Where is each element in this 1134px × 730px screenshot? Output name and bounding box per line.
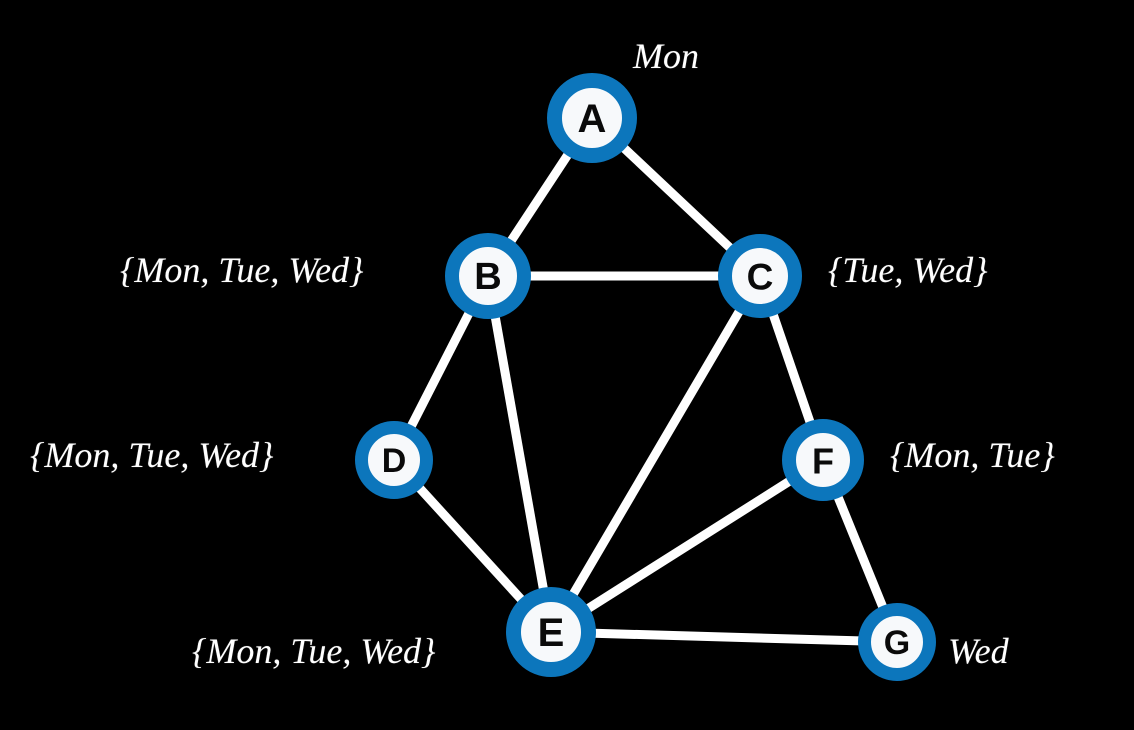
edge-b-e — [490, 315, 548, 591]
node-label-e: E — [538, 611, 565, 655]
domain-label-c: {Tue, Wed} — [828, 250, 988, 290]
node-layer: A B C D E F G — [355, 73, 936, 681]
node-label-b: B — [474, 256, 501, 298]
node-circle-a — [547, 73, 637, 163]
node-label-c: C — [747, 257, 774, 298]
domain-label-e: {Mon, Tue, Wed} — [192, 631, 436, 671]
domain-label-b: {Mon, Tue, Wed} — [120, 250, 364, 290]
node-label-g: G — [884, 624, 910, 662]
node-b[interactable]: B — [445, 233, 531, 319]
edge-e-f — [584, 477, 793, 613]
domain-label-d: {Mon, Tue, Wed} — [30, 435, 274, 475]
node-label-f: F — [812, 441, 834, 482]
domain-label-f: {Mon, Tue} — [890, 435, 1055, 475]
node-circle-c — [718, 234, 802, 318]
edge-f-g — [833, 494, 888, 610]
node-e[interactable]: E — [506, 587, 596, 677]
edge-b-d — [406, 310, 474, 430]
node-f[interactable]: F — [782, 419, 864, 501]
edge-d-e — [415, 484, 526, 604]
edge-c-f — [768, 312, 815, 425]
edge-a-b — [506, 151, 573, 245]
edge-a-c — [620, 144, 734, 252]
node-label-d: D — [382, 442, 407, 480]
node-circle-f — [782, 419, 864, 501]
node-circle-d — [355, 421, 433, 499]
node-label-a: A — [578, 97, 607, 141]
node-d[interactable]: D — [355, 421, 433, 499]
edge-layer — [406, 144, 888, 646]
node-g[interactable]: G — [858, 603, 936, 681]
node-c[interactable]: C — [718, 234, 802, 318]
domain-label-a: Mon — [633, 36, 699, 76]
node-circle-g — [858, 603, 936, 681]
node-circle-b — [445, 233, 531, 319]
edge-e-g — [593, 628, 861, 646]
edge-c-e — [568, 308, 744, 598]
domain-label-g: Wed — [948, 631, 1009, 671]
node-a[interactable]: A — [547, 73, 637, 163]
node-circle-e — [506, 587, 596, 677]
